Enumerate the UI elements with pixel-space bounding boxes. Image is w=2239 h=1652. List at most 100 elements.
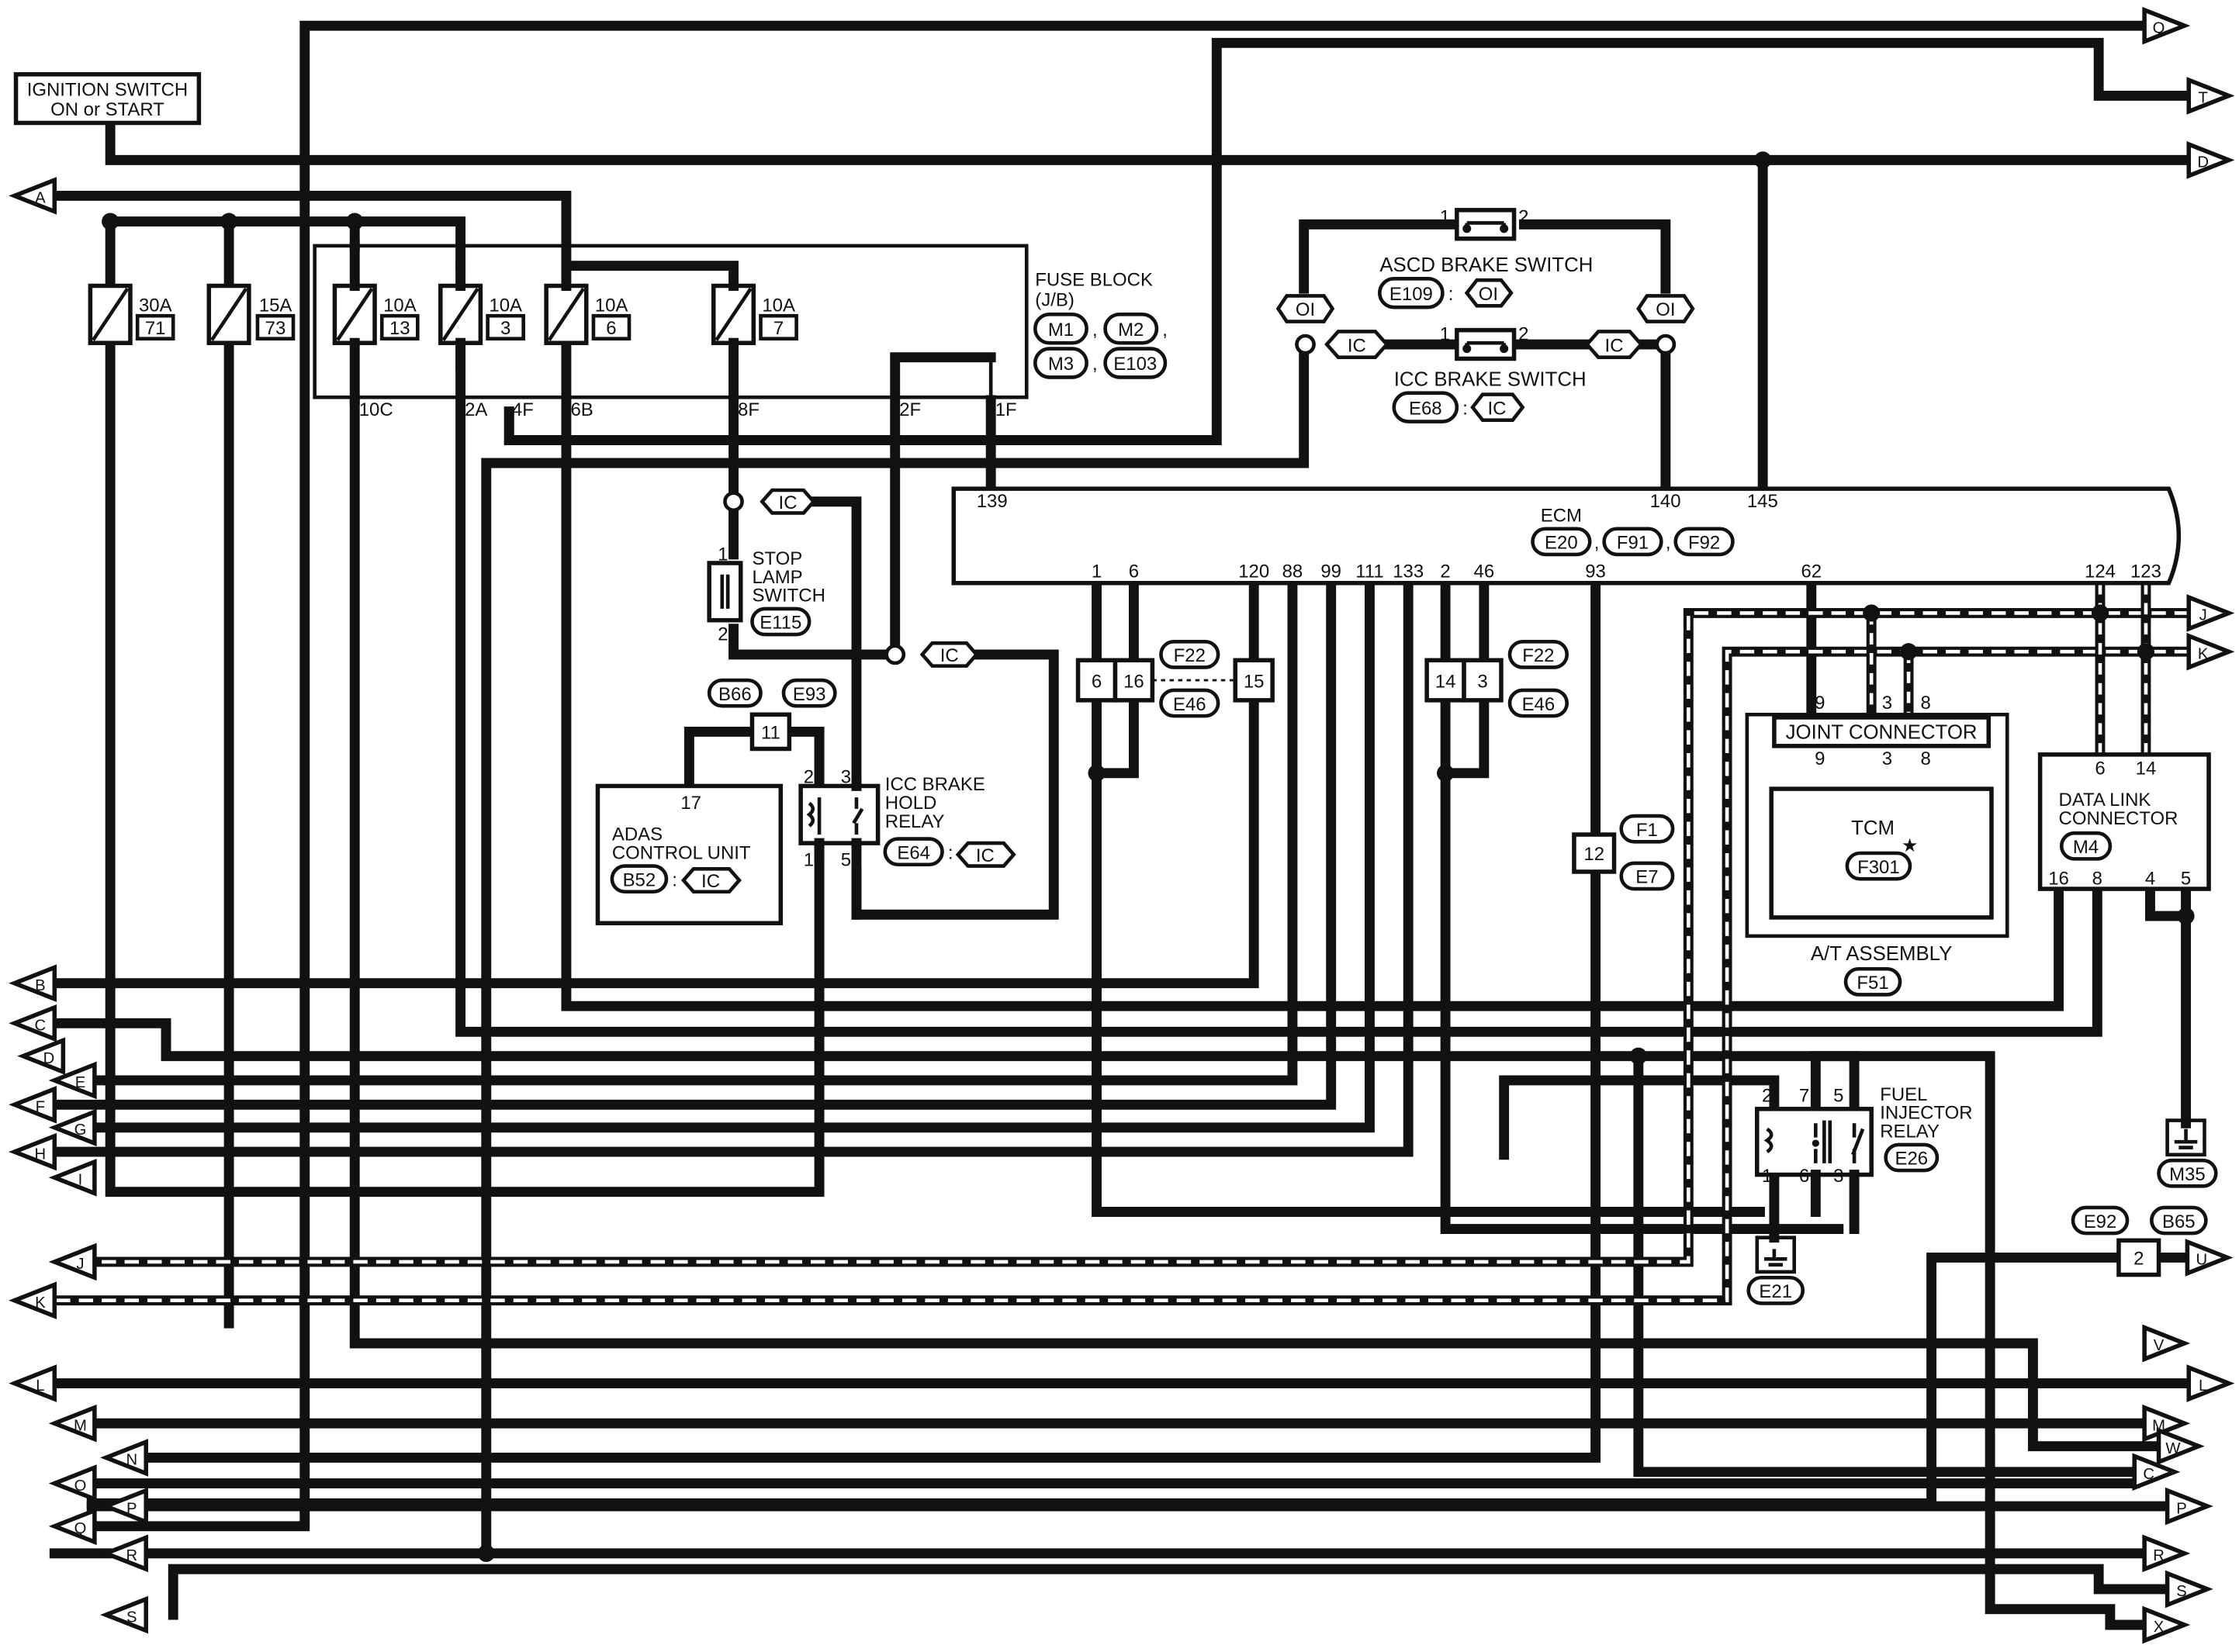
svg-text:E93: E93	[793, 684, 826, 705]
right-arrows: Q T D J K U V L M W C P R S X	[2132, 6, 2235, 1644]
svg-text:2: 2	[1440, 561, 1450, 582]
tcm-title: TCM	[1851, 817, 1895, 839]
svg-text:3: 3	[1882, 748, 1892, 769]
svg-text:3: 3	[1833, 1166, 1843, 1187]
ignition-switch-label: IGNITION SWITCH ON or START	[13, 72, 202, 126]
svg-text:16: 16	[1123, 671, 1144, 692]
svg-text:OI: OI	[1296, 299, 1315, 320]
svg-text:O: O	[74, 1477, 87, 1495]
svg-text:M4: M4	[2073, 837, 2099, 858]
svg-text:E46: E46	[1522, 694, 1556, 715]
svg-text:E21: E21	[1759, 1281, 1792, 1302]
arrow-left-n: N	[100, 1439, 148, 1477]
fuel-injector-relay: 2 7 5 1 6 3 FUEL INJECTOR RELAY E26	[1755, 1084, 1973, 1235]
svg-text:A: A	[35, 190, 46, 207]
svg-text:,: ,	[1162, 320, 1168, 340]
svg-text:30A: 30A	[139, 295, 172, 316]
arrow-right-c: C	[2132, 1453, 2181, 1491]
svg-text:8: 8	[2092, 869, 2102, 890]
svg-text:IC: IC	[1605, 335, 1624, 356]
svg-text:4: 4	[2145, 869, 2155, 890]
ground-m35: M35	[2157, 1118, 2218, 1188]
svg-text:145: 145	[1747, 491, 1778, 512]
svg-text:F1: F1	[1636, 820, 1658, 841]
svg-text:14: 14	[2136, 759, 2157, 779]
svg-text:M3: M3	[1048, 354, 1074, 375]
fuse-6: 10A 6	[544, 283, 632, 345]
svg-text:8: 8	[1921, 748, 1931, 769]
joint-connector-title: JOINT CONNECTOR	[1786, 722, 1978, 744]
svg-text:IC: IC	[1348, 335, 1366, 356]
svg-text:3: 3	[1477, 671, 1487, 692]
svg-text:F91: F91	[1617, 533, 1649, 554]
svg-text:4F: 4F	[512, 399, 534, 420]
svg-text:62: 62	[1801, 561, 1822, 582]
svg-text:IC: IC	[779, 492, 798, 513]
svg-text:99: 99	[1320, 561, 1341, 582]
svg-text:1: 1	[1092, 561, 1102, 582]
arrow-left-q: Q	[48, 1507, 97, 1546]
joint-connector-f22: 6 16 15 F22 E46 14 3 F22 E46	[1075, 640, 1569, 718]
svg-text:F22: F22	[1174, 645, 1206, 666]
svg-text:L: L	[36, 1377, 44, 1395]
svg-text:16: 16	[2048, 869, 2069, 890]
fuse-3: 10A 3	[438, 283, 525, 345]
svg-text:13: 13	[389, 318, 410, 339]
svg-text:5: 5	[2181, 869, 2191, 890]
arrow-right-w: W	[2156, 1427, 2205, 1465]
svg-text:T: T	[2198, 90, 2207, 107]
svg-text:★: ★	[1902, 835, 1918, 856]
svg-text:,: ,	[1092, 354, 1098, 375]
svg-text:Q: Q	[74, 1520, 87, 1537]
arrow-left-e: E	[48, 1061, 97, 1100]
svg-text:ICC BRAKE SWITCH: ICC BRAKE SWITCH	[1394, 368, 1587, 390]
svg-text:X: X	[2154, 1619, 2165, 1636]
arrow-right-r: R	[2142, 1534, 2191, 1573]
svg-text:3: 3	[500, 318, 510, 339]
svg-text:6: 6	[1129, 561, 1139, 582]
arrow-left-b: B	[9, 964, 57, 1003]
svg-text:1F: 1F	[995, 399, 1017, 420]
svg-text:IGNITION SWITCH: IGNITION SWITCH	[27, 79, 188, 100]
svg-text:CONTROL UNIT: CONTROL UNIT	[612, 842, 751, 863]
arrow-left-h: H	[9, 1132, 57, 1171]
svg-text:1: 1	[804, 850, 814, 871]
svg-text:17: 17	[680, 793, 701, 814]
svg-text:E115: E115	[760, 613, 801, 634]
svg-text:E68: E68	[1409, 398, 1442, 419]
svg-text:2: 2	[1762, 1086, 1772, 1107]
svg-text:E: E	[75, 1074, 86, 1091]
svg-text:10C: 10C	[359, 399, 393, 420]
svg-text:E103: E103	[1113, 354, 1157, 375]
svg-text:7: 7	[1799, 1086, 1809, 1107]
svg-text:IC: IC	[1487, 398, 1506, 419]
svg-text:6B: 6B	[570, 399, 593, 420]
svg-text:IC: IC	[701, 871, 720, 892]
arrow-left-g: G	[48, 1108, 97, 1147]
arrow-left-s: S	[100, 1595, 148, 1634]
svg-text:N: N	[126, 1452, 137, 1469]
svg-text:123: 123	[2130, 561, 2161, 582]
svg-text:7: 7	[773, 318, 784, 339]
svg-text:2: 2	[2133, 1249, 2144, 1270]
svg-text:ICC BRAKE: ICC BRAKE	[885, 774, 985, 795]
arrow-left-f: F	[9, 1085, 57, 1124]
svg-text::: :	[948, 842, 953, 863]
arrow-right-v: V	[2142, 1324, 2191, 1363]
svg-text:139: 139	[977, 491, 1008, 512]
svg-text:14: 14	[1435, 671, 1456, 692]
svg-text:ADAS: ADAS	[612, 824, 663, 845]
arrow-left-a: A	[9, 177, 57, 215]
arrow-left-i: I	[48, 1158, 97, 1197]
svg-text:15: 15	[1244, 671, 1265, 692]
adas-control-unit: 11 B66 E93 17 ADAS CONTROL UNIT B52 : IC	[595, 678, 837, 926]
svg-text:A/T ASSEMBLY: A/T ASSEMBLY	[1811, 943, 1952, 965]
arrow-left-j: J	[48, 1242, 97, 1281]
arrow-left-k: K	[9, 1281, 57, 1320]
svg-text:E92: E92	[2084, 1211, 2117, 1232]
svg-text:2: 2	[718, 624, 728, 645]
svg-text:6: 6	[1092, 671, 1102, 692]
svg-text:FUEL: FUEL	[1880, 1084, 1927, 1105]
svg-text:RELAY: RELAY	[885, 811, 945, 832]
svg-text:140: 140	[1650, 491, 1681, 512]
